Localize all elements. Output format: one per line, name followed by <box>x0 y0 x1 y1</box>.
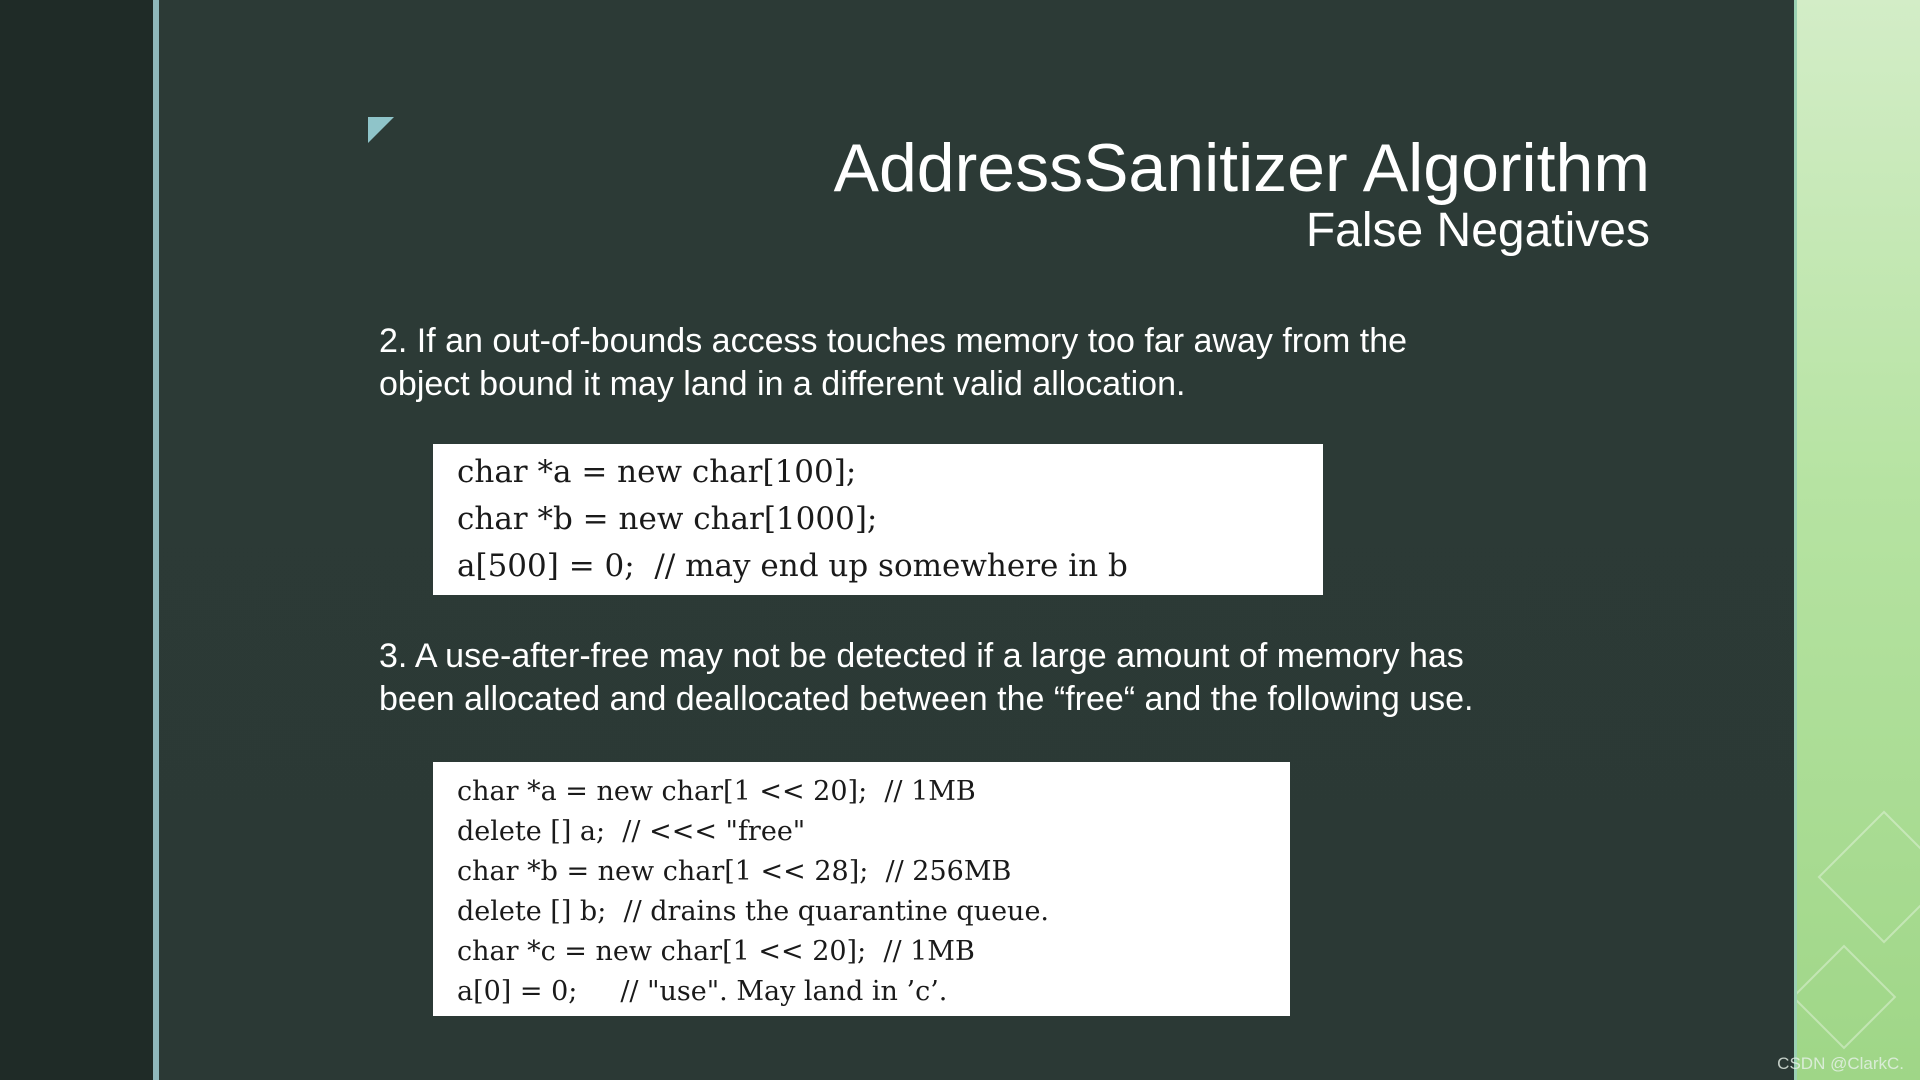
code-line: char *b = new char[1000]; <box>457 501 878 537</box>
right-decorative-strip <box>1797 0 1920 1080</box>
decorative-chevron <box>1797 944 1897 1050</box>
code-line: a[500] = 0; // may end up somewhere in b <box>457 548 1128 584</box>
bullet-point-3: 3. A use-after-free may not be detected … <box>379 635 1619 721</box>
left-accent-rule <box>153 0 159 1080</box>
text-line: object bound it may land in a different … <box>379 365 1186 403</box>
code-line: char *c = new char[1 << 20]; // 1MB <box>457 936 975 967</box>
text-line: 3. A use-after-free may not be detected … <box>379 637 1464 675</box>
code-line: a[0] = 0; // "use". May land in ’c’. <box>457 976 948 1007</box>
right-accent-rule <box>1794 0 1797 1080</box>
watermark: CSDN @ClarkC. <box>1777 1054 1904 1073</box>
decorative-chevron <box>1817 810 1920 944</box>
code-block-use-after-free: char *a = new char[1 << 20]; // 1MB dele… <box>433 762 1290 1016</box>
slide-subtitle: False Negatives <box>1305 204 1650 257</box>
code-block-out-of-bounds: char *a = new char[100]; char *b = new c… <box>433 444 1323 595</box>
code-line: char *a = new char[1 << 20]; // 1MB <box>457 776 976 807</box>
code-line: char *a = new char[100]; <box>457 454 857 490</box>
corner-triangle-icon <box>368 117 394 143</box>
text-line: 2. If an out-of-bounds access touches me… <box>379 322 1408 360</box>
slide-title: AddressSanitizer Algorithm <box>833 130 1650 206</box>
left-decorative-strip <box>0 0 153 1080</box>
code-line: delete [] a; // <<< "free" <box>457 816 806 847</box>
code-line: char *b = new char[1 << 28]; // 256MB <box>457 856 1012 887</box>
code-line: delete [] b; // drains the quarantine qu… <box>457 896 1050 927</box>
bullet-point-2: 2. If an out-of-bounds access touches me… <box>379 320 1619 406</box>
text-line: been allocated and deallocated between t… <box>379 680 1474 718</box>
